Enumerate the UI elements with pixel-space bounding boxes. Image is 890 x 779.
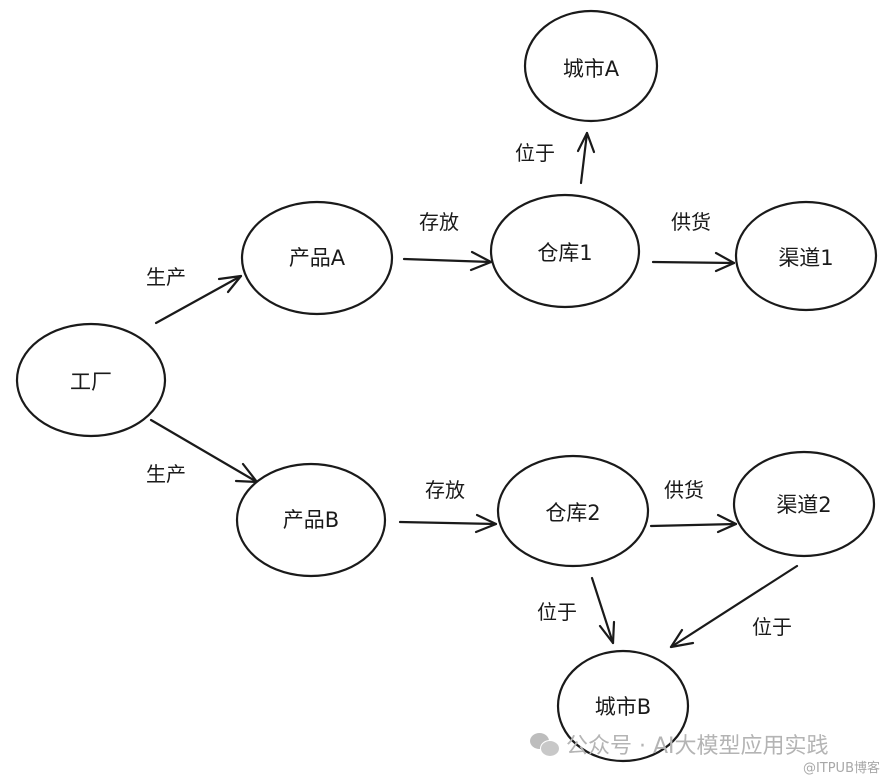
- arrow-head: [217, 274, 243, 294]
- node-ellipse: [235, 462, 387, 578]
- edge-label: 存放: [425, 478, 465, 502]
- node-ellipse: [556, 649, 690, 763]
- edge-label: 位于: [537, 600, 577, 624]
- edge-line: [590, 576, 615, 645]
- edge-channel2-cityB: 位于: [669, 564, 799, 649]
- edge-line: [149, 418, 259, 484]
- watermark-text: 公众号 · AI大模型应用实践: [566, 734, 829, 759]
- node-label: 产品A: [289, 246, 346, 270]
- edge-line: [579, 131, 589, 185]
- edge-factory-productB: 生产: [146, 418, 259, 486]
- node-label: 工厂: [70, 370, 112, 394]
- watermark: 公众号 · AI大模型应用实践: [530, 728, 829, 760]
- arrow-head: [598, 620, 616, 645]
- node-label: 仓库1: [537, 241, 592, 265]
- edge-productA-warehouse1: 存放: [402, 210, 493, 272]
- node-ellipse: [489, 193, 641, 309]
- node-productA: 产品A: [240, 200, 394, 316]
- node-channel2: 渠道2: [732, 450, 876, 558]
- edge-line: [651, 260, 736, 265]
- node-label: 产品B: [283, 508, 339, 532]
- edge-line: [669, 564, 799, 649]
- node-cityB: 城市B: [556, 649, 690, 763]
- arrow-head: [669, 628, 695, 649]
- credit-text: @ITPUB博客: [802, 761, 880, 776]
- node-cityA: 城市A: [523, 9, 659, 123]
- node-ellipse: [523, 9, 659, 123]
- node-label: 仓库2: [545, 501, 600, 525]
- node-warehouse2: 仓库2: [496, 454, 650, 568]
- node-label: 城市A: [563, 57, 620, 81]
- arrow-head: [474, 513, 498, 534]
- node-label: 城市B: [595, 695, 651, 719]
- edge-label: 生产: [146, 265, 186, 289]
- edge-label: 供货: [671, 210, 711, 234]
- edge-warehouse2-channel2: 供货: [649, 478, 738, 534]
- arrow-head: [714, 251, 736, 273]
- node-ellipse: [15, 322, 167, 438]
- node-ellipse: [734, 200, 878, 312]
- edge-factory-productA: 生产: [146, 265, 243, 325]
- node-warehouse1: 仓库1: [489, 193, 641, 309]
- edge-label: 存放: [419, 210, 459, 234]
- arrow-head: [234, 462, 259, 484]
- edge-line: [398, 520, 498, 526]
- arrow-head: [716, 513, 738, 534]
- edge-line: [154, 274, 243, 325]
- node-ellipse: [240, 200, 394, 316]
- edge-label: 供货: [664, 478, 704, 502]
- edge-productB-warehouse2: 存放: [398, 478, 498, 534]
- edge-label: 位于: [752, 615, 792, 639]
- node-factory: 工厂: [15, 322, 167, 438]
- arrow-head: [576, 131, 596, 154]
- edge-warehouse1-channel1: 供货: [651, 210, 736, 273]
- wechat-icon: [530, 731, 560, 757]
- node-ellipse: [732, 450, 876, 558]
- edge-label: 生产: [146, 462, 186, 486]
- node-label: 渠道2: [776, 493, 831, 517]
- edge-warehouse2-cityB: 位于: [537, 576, 616, 645]
- edge-label: 位于: [515, 141, 555, 165]
- node-ellipse: [496, 454, 650, 568]
- edge-line: [402, 257, 493, 264]
- node-channel1: 渠道1: [734, 200, 878, 312]
- arrow-head: [469, 250, 493, 272]
- node-productB: 产品B: [235, 462, 387, 578]
- node-label: 渠道1: [778, 246, 833, 270]
- edge-warehouse1-cityA: 位于: [515, 131, 596, 185]
- edge-line: [649, 522, 738, 528]
